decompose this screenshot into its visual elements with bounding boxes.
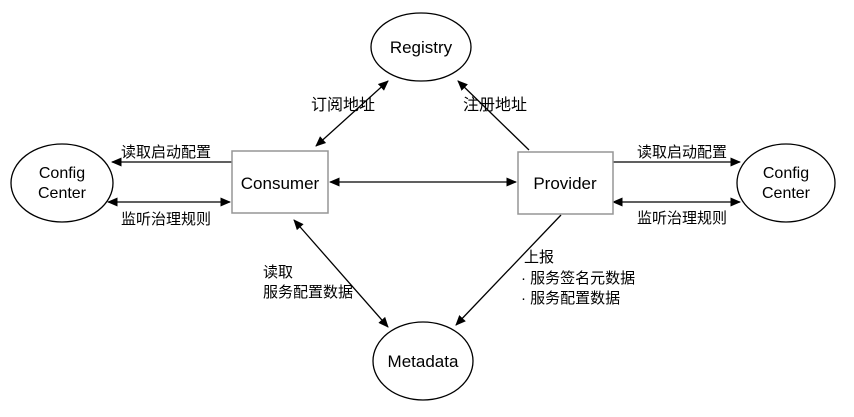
node-consumer: Consumer — [231, 150, 329, 214]
config-center-left-ellipse — [10, 143, 114, 223]
edge-label-report-line3: · 服务配置数据 — [521, 290, 620, 307]
edge-label-read-startup-config-left: 读取启动配置 — [121, 144, 211, 161]
registry-label: Registry — [390, 38, 453, 57]
edge-consumer-metadata — [293, 219, 389, 328]
node-metadata: Metadata — [372, 321, 474, 401]
registry-ellipse — [370, 12, 472, 82]
edge-label-read-startup-config-right: 读取启动配置 — [637, 144, 727, 161]
edge-label-read-line2: 服务配置数据 — [263, 284, 353, 301]
provider-box — [517, 151, 614, 215]
metadata-ellipse — [372, 321, 474, 401]
config-center-right-label-line1: Config — [763, 165, 809, 182]
provider-label: Provider — [533, 174, 597, 193]
metadata-label: Metadata — [388, 352, 459, 371]
edge-label-listen-governance-rules-left: 监听治理规则 — [121, 211, 211, 228]
edge-label-read-line1: 读取 — [263, 264, 293, 281]
edge-provider-metadata — [455, 214, 562, 326]
edge-provider-registry — [457, 80, 530, 151]
edge-label-listen-governance-rules-right: 监听治理规则 — [637, 210, 727, 227]
config-center-right-ellipse — [736, 143, 836, 223]
edge-label-report-line1: 上报 — [524, 249, 554, 266]
node-config-center-right: Config Center — [736, 143, 836, 223]
node-config-center-left: Config Center — [10, 143, 114, 223]
node-provider: Provider — [517, 151, 614, 215]
edge-consumer-registry — [315, 80, 389, 147]
config-center-right-label-line2: Center — [762, 185, 811, 202]
consumer-label: Consumer — [241, 174, 320, 193]
node-registry: Registry — [370, 12, 472, 82]
config-center-left-label-line1: Config — [39, 165, 85, 182]
edge-label-report-line2: · 服务签名元数据 — [521, 270, 635, 287]
config-center-left-label-line2: Center — [38, 185, 87, 202]
edge-label-register-address: 注册地址 — [463, 96, 527, 114]
consumer-box — [231, 150, 329, 214]
edge-label-subscribe-address: 订阅地址 — [311, 96, 375, 114]
